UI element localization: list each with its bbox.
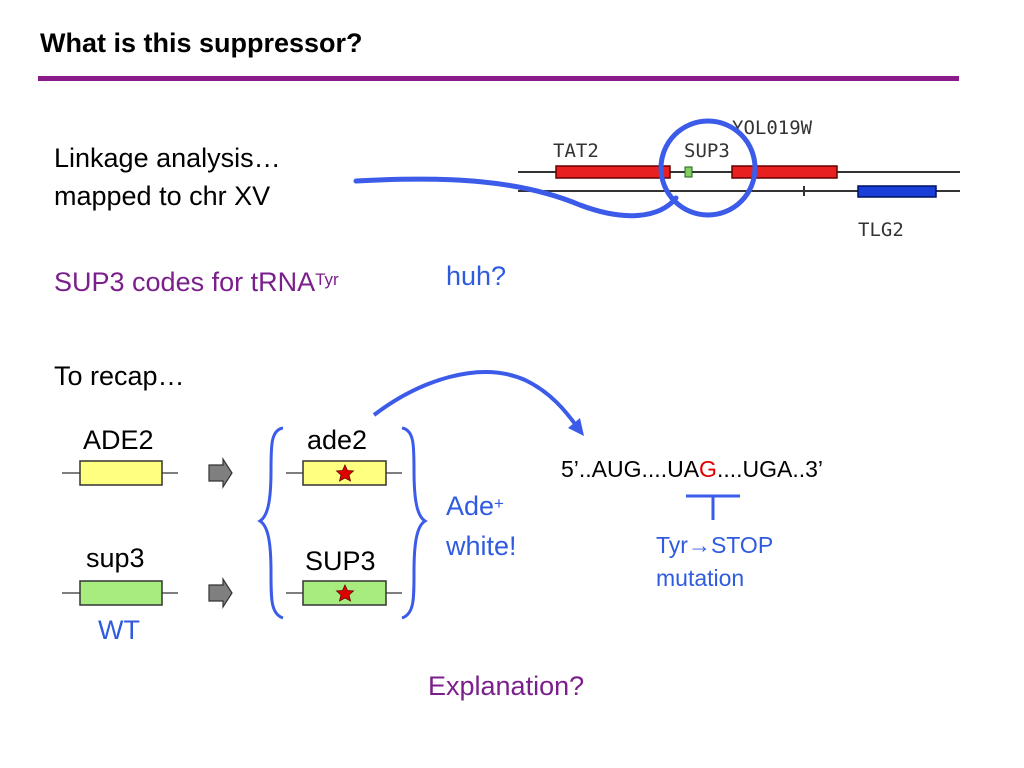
phenotype-line-1: Ade+ [446, 491, 504, 521]
sup3-codes-text: SUP3 codes for tRNATyr [54, 267, 339, 297]
arrow-right-icon [208, 456, 233, 490]
mutation-line-2: mutation [656, 565, 745, 591]
explanation-text: Explanation? [428, 671, 585, 701]
mutated-nucleotide: G [699, 456, 717, 482]
yol019w-label: YOL019W [732, 117, 813, 139]
huh-text: huh? [446, 261, 507, 291]
sup3-mut-box [302, 580, 387, 606]
trna-superscript: Tyr [315, 270, 339, 289]
tlg2-label: TLG2 [858, 219, 904, 241]
linkage-line-2: mapped to chr XV [54, 181, 271, 211]
linkage-line-1: Linkage analysis… [54, 143, 281, 173]
star-icon [335, 464, 355, 482]
ade2-mut-label: ade2 [307, 425, 368, 455]
sup3-wt-label: sup3 [86, 543, 145, 573]
tat2-label: TAT2 [553, 140, 599, 162]
mrna-sequence: 5’..AUG....UAG....UGA..3’ [561, 456, 824, 482]
sup3-highlight-circle [658, 118, 758, 218]
wt-label: WT [98, 615, 140, 645]
sup3-map-label: SUP3 [684, 140, 730, 162]
sup3-wt-box [79, 580, 163, 606]
page-title: What is this suppressor? [40, 28, 363, 58]
left-brace [257, 426, 284, 620]
phenotype-line-2: white! [446, 531, 517, 561]
arrow-right-icon [208, 576, 233, 610]
ade2-wt-label: ADE2 [83, 425, 154, 455]
tat2-gene [555, 165, 671, 179]
title-rule [38, 76, 959, 81]
connector-line [353, 176, 679, 219]
mutation-line-1: Tyr→STOP [656, 532, 774, 558]
star-icon [335, 584, 355, 602]
yol019w-gene [731, 165, 838, 179]
arrow-icon: → [687, 532, 711, 558]
right-brace [401, 426, 428, 620]
curved-arrow [372, 370, 580, 430]
curved-arrow-head [568, 418, 584, 436]
ade2-wt-box [79, 460, 163, 486]
sup3-mut-label: SUP3 [305, 546, 376, 576]
recap-text: To recap… [54, 361, 185, 391]
tlg2-gene [857, 185, 937, 198]
sup3-gene [684, 166, 693, 178]
